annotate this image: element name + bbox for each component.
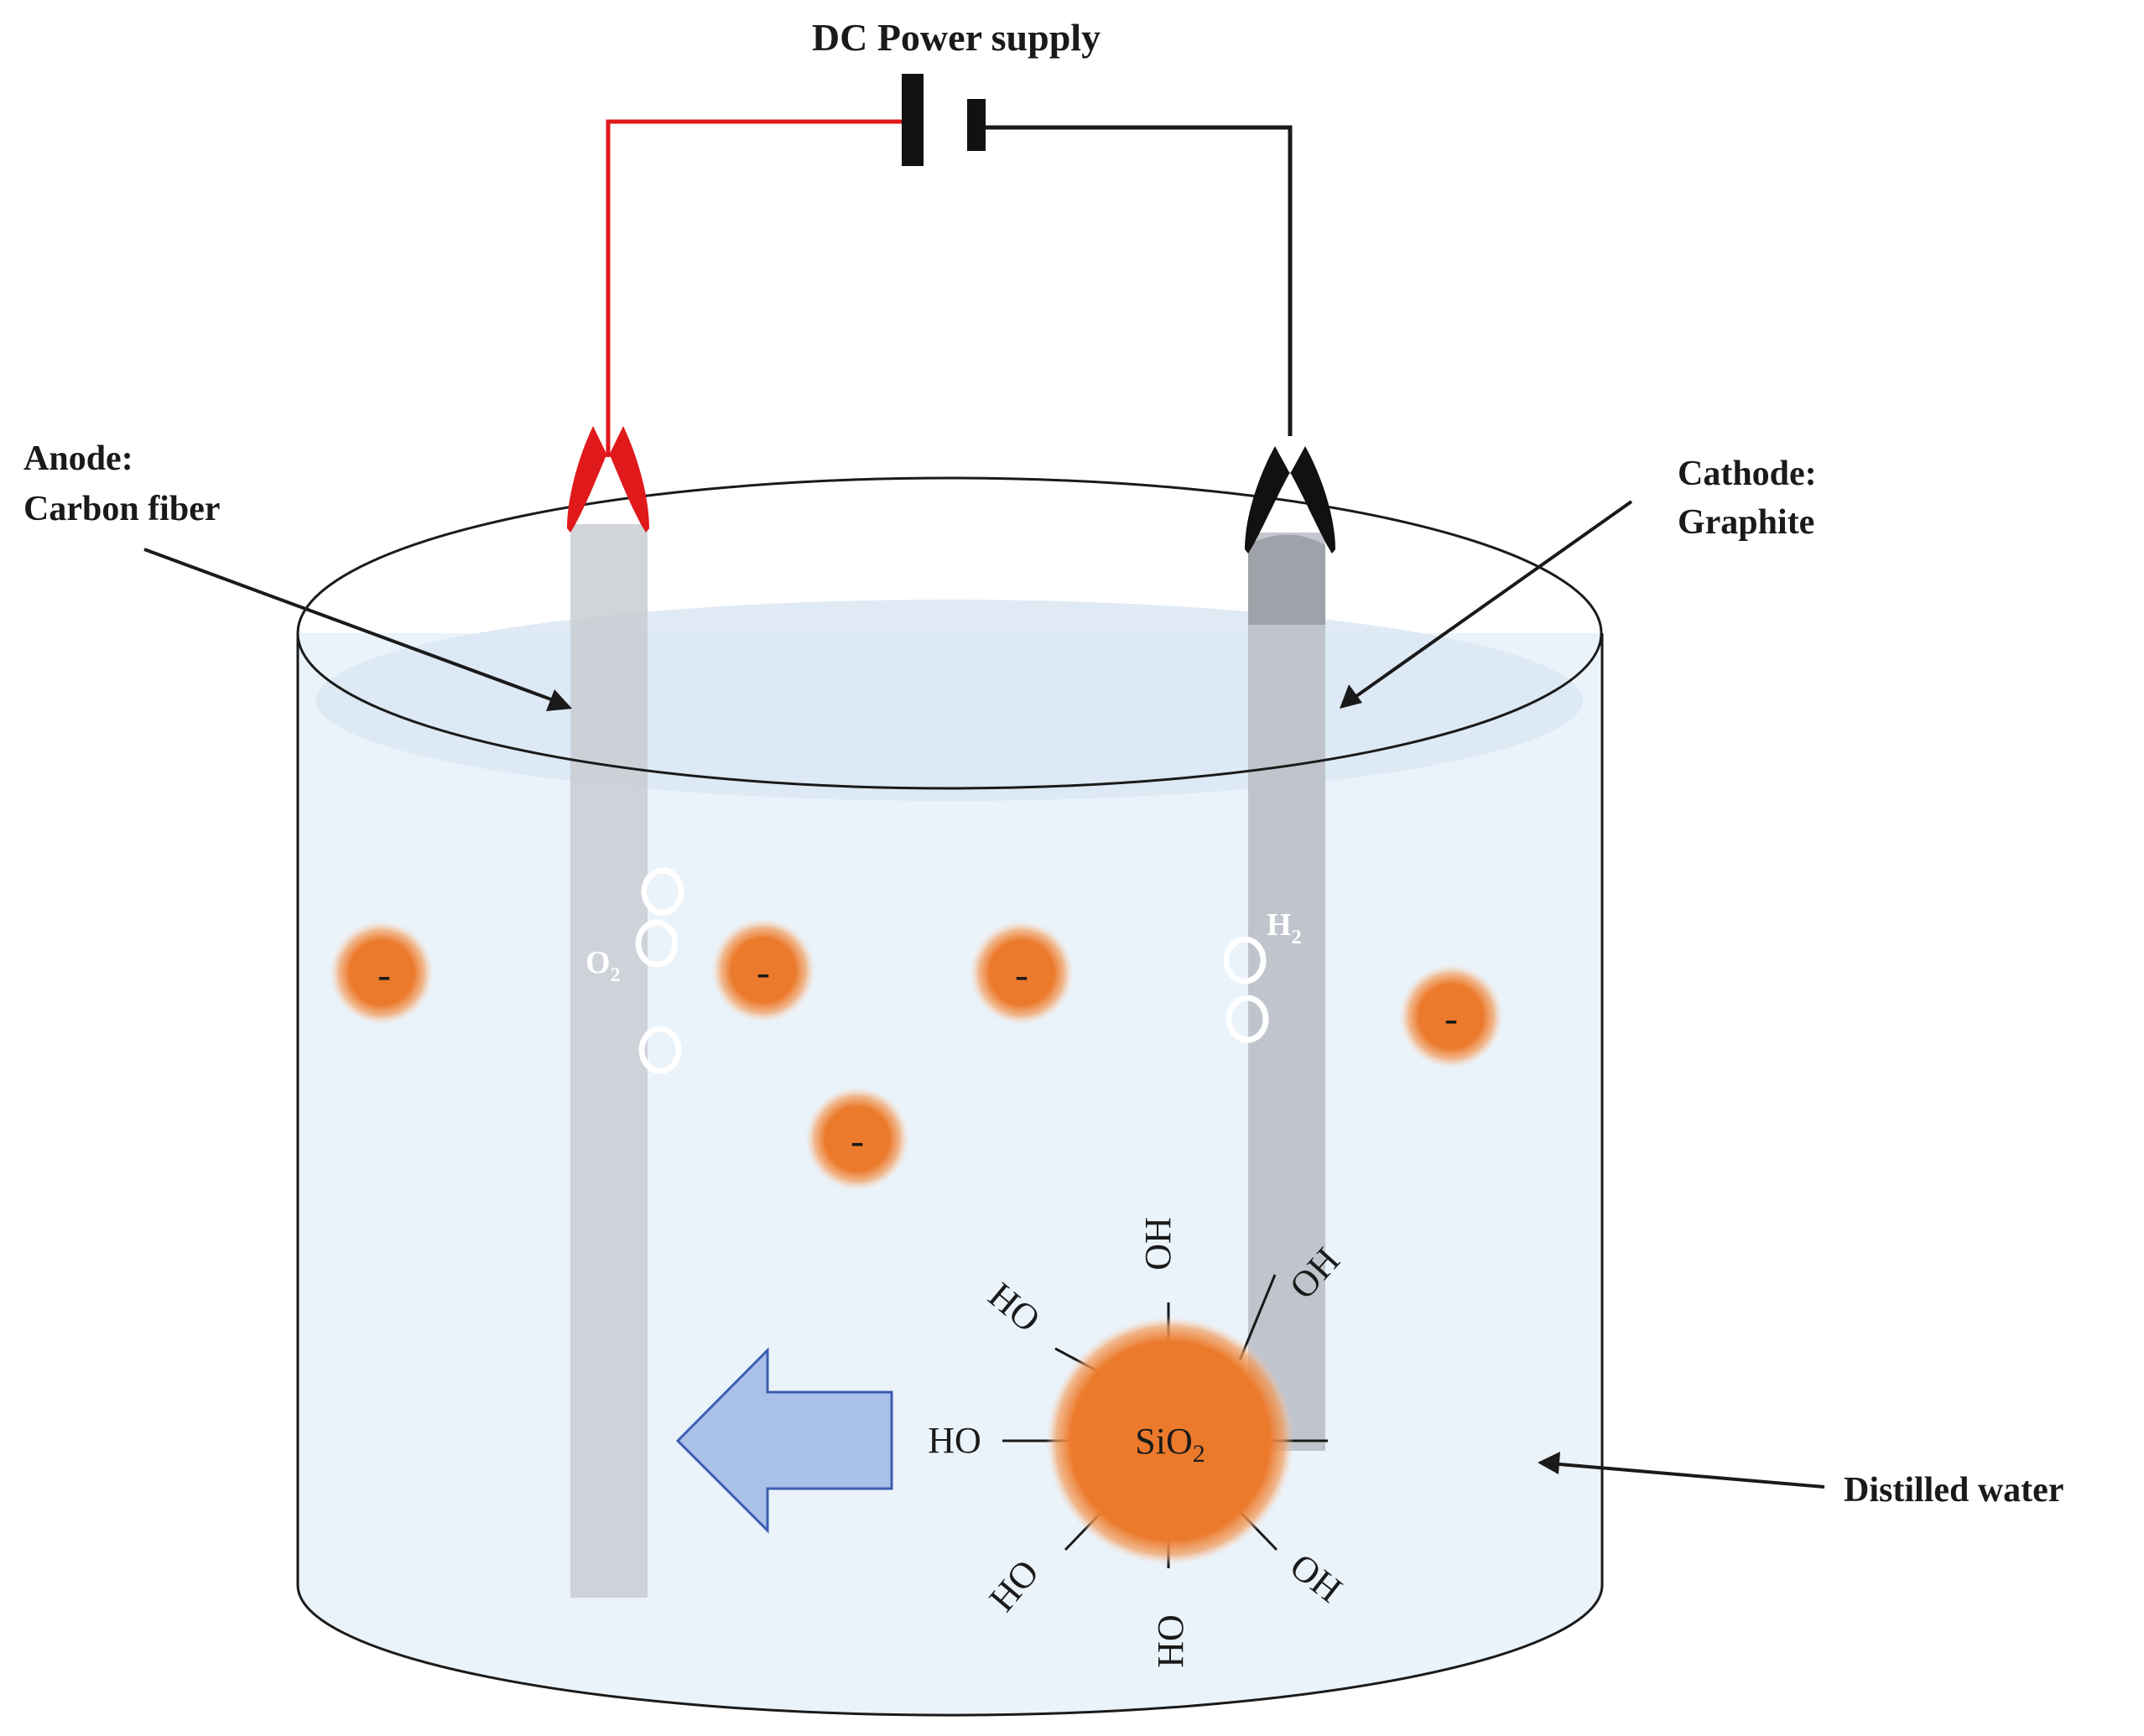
water-pointer xyxy=(1549,1462,1825,1489)
cathode-pointer xyxy=(1349,500,1633,702)
migration-arrow xyxy=(675,1347,893,1534)
cathode-electrode xyxy=(1248,533,1325,1451)
negative-particle xyxy=(1399,964,1503,1068)
anode-electrode xyxy=(570,524,648,1598)
water-surface xyxy=(316,600,1583,801)
anode-pointer xyxy=(143,548,561,704)
negative-particle xyxy=(330,921,434,1025)
negative-particle xyxy=(711,918,815,1022)
beaker-bottom-rim xyxy=(296,1584,1604,1717)
cathode-label-line1: Cathode: xyxy=(1678,455,1817,493)
hydrogen-bubbles xyxy=(1223,936,1269,1043)
distilled-water-label: Distilled water xyxy=(1844,1471,2063,1510)
beaker xyxy=(296,600,1604,1717)
charged-particles: - - - - - xyxy=(330,918,1503,1191)
gas-bubble xyxy=(638,1026,682,1074)
anode-label-line1: Anode: xyxy=(23,439,133,478)
hydrogen-label: H2 xyxy=(1267,907,1302,949)
silica-particle xyxy=(1046,1317,1294,1565)
anode-clip xyxy=(567,426,649,533)
oxygen-bubbles xyxy=(635,867,684,1074)
beaker-top-rim xyxy=(296,476,1603,790)
charge-symbol: - xyxy=(851,1119,864,1163)
gas-bubble xyxy=(1226,995,1269,1043)
label-arrows xyxy=(143,500,1825,1489)
cathode-clip xyxy=(1245,446,1335,554)
charge-symbol: - xyxy=(377,953,391,997)
charge-symbol: - xyxy=(1444,996,1458,1041)
silica-label: SiO2 xyxy=(1135,1421,1205,1468)
gas-bubble xyxy=(1223,936,1267,985)
water-pointer-head xyxy=(1538,1452,1560,1474)
gas-bubble xyxy=(641,867,684,916)
hydroxyl-left: HO xyxy=(928,1420,981,1461)
battery-symbol xyxy=(902,74,986,166)
cathode-label-line2: Graphite xyxy=(1678,503,1814,542)
anode-label-line2: Carbon fiber xyxy=(23,490,221,528)
cathode-top-cap xyxy=(1248,534,1325,625)
hydroxyl-bottom: HO xyxy=(1150,1614,1191,1668)
negative-particle xyxy=(970,921,1074,1025)
cathode-pointer-head xyxy=(1340,684,1362,709)
battery-negative-plate xyxy=(967,99,986,151)
gas-bubble xyxy=(635,919,679,968)
anode-wire xyxy=(606,119,910,457)
charge-symbol: - xyxy=(1015,953,1028,997)
battery-positive-plate xyxy=(902,74,924,166)
anode-pointer-head xyxy=(546,689,572,711)
negative-particle xyxy=(805,1087,909,1191)
charge-symbol: - xyxy=(757,950,770,995)
diagram-title: DC Power supply xyxy=(812,16,1101,59)
cathode-wire xyxy=(986,125,1293,436)
hydroxyl-top: OH xyxy=(1137,1217,1179,1271)
oxygen-label: O2 xyxy=(585,945,621,986)
